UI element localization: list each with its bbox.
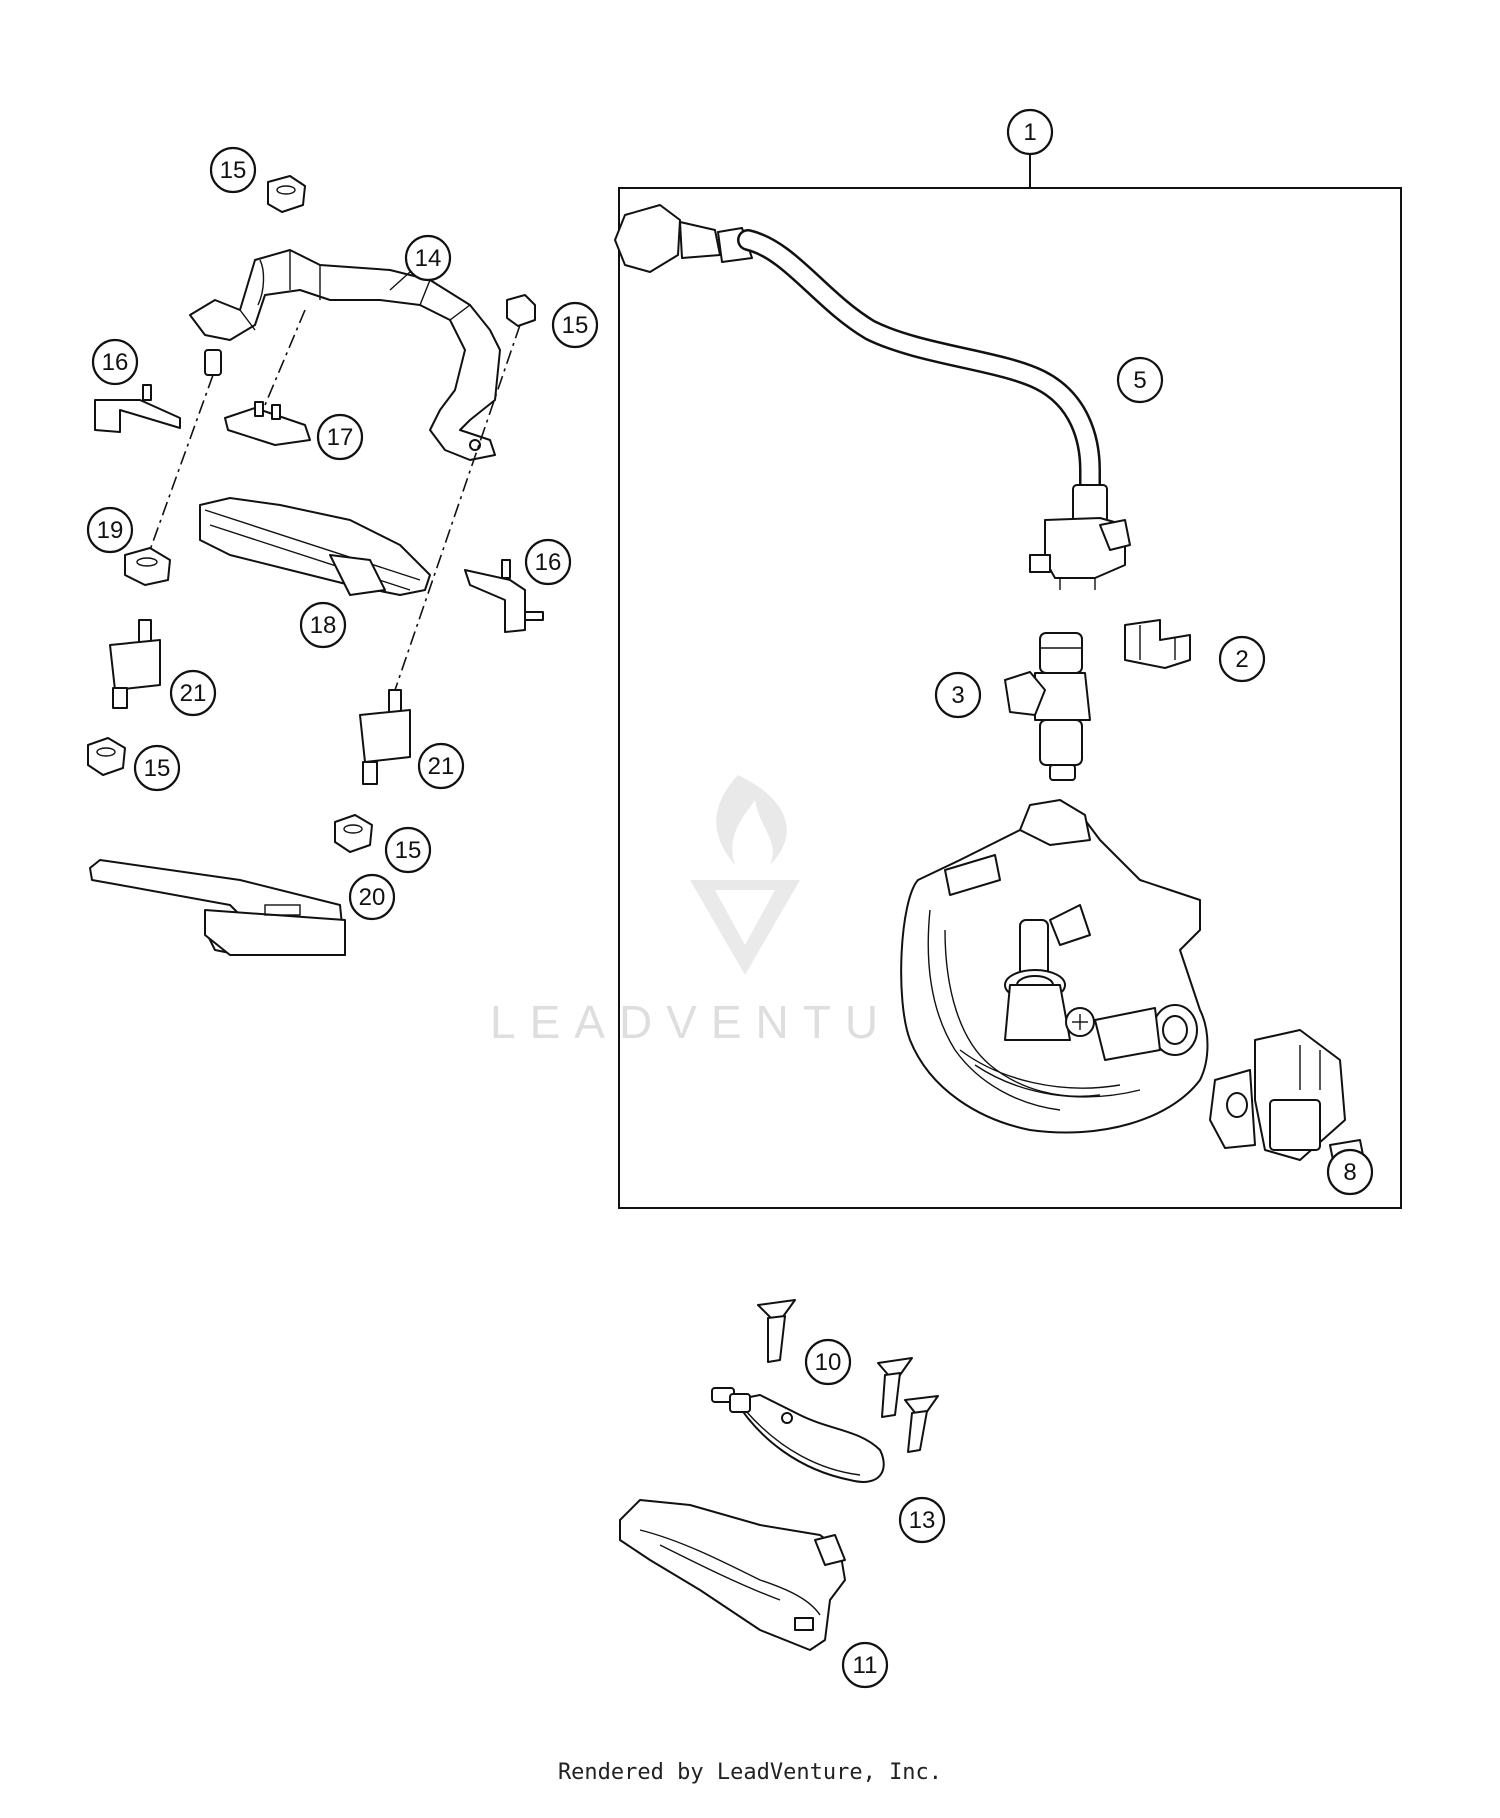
throttle-body-part <box>900 799 1209 1134</box>
callout-circle <box>133 744 181 792</box>
callout-label: 10 <box>815 1349 842 1376</box>
callout-circle <box>209 146 257 194</box>
callout-15: 15 <box>209 146 257 194</box>
callout-21: 21 <box>169 669 217 717</box>
callout-label: 16 <box>535 549 562 576</box>
callout-3: 3 <box>934 671 982 719</box>
callout-label: 18 <box>310 612 337 639</box>
callout-16: 16 <box>91 338 139 386</box>
assembly-box <box>618 150 1402 1209</box>
nut-top <box>267 175 306 213</box>
ecu-part <box>199 497 431 596</box>
callout-layer: 1 2 3 5 8 10 11 13 14 15 15 15 15 16 16 17 18 19 20 21 21 <box>86 108 1374 1689</box>
callout-circle <box>348 873 396 921</box>
watermark-logo <box>690 775 800 975</box>
callout-label: 2 <box>1235 646 1248 673</box>
nut-right-bottom <box>334 814 373 853</box>
housing-part <box>619 1499 846 1651</box>
callout-label: 19 <box>97 517 124 544</box>
callout-17: 17 <box>316 413 364 461</box>
callout-circle <box>404 234 452 282</box>
callout-circle <box>417 742 465 790</box>
footer-credit: Rendered by LeadVenture, Inc. <box>557 1760 943 1785</box>
callout-circle <box>316 413 364 461</box>
screw-1 <box>757 1299 796 1363</box>
callout-circle <box>551 301 599 349</box>
callout-label: 11 <box>853 1652 878 1679</box>
clip-right <box>464 559 544 633</box>
plate-part <box>224 401 311 446</box>
callout-16: 16 <box>524 538 572 586</box>
callout-label: 14 <box>415 245 442 272</box>
callout-circle <box>1326 1148 1374 1196</box>
callout-circle <box>169 669 217 717</box>
callout-15: 15 <box>551 301 599 349</box>
callout-circle <box>841 1641 889 1689</box>
callout-circle <box>1116 356 1164 404</box>
callout-label: 15 <box>220 157 247 184</box>
callout-10: 10 <box>804 1338 852 1386</box>
fuel-line-part <box>614 204 1131 590</box>
damper-right <box>359 689 411 785</box>
callout-8: 8 <box>1326 1148 1374 1196</box>
callout-label: 1 <box>1023 119 1036 146</box>
callout-label: 3 <box>951 682 964 709</box>
callout-label: 21 <box>180 680 207 707</box>
cover-part <box>89 859 346 956</box>
screw-2 <box>877 1357 913 1418</box>
clip-part <box>1124 619 1191 669</box>
callout-label: 20 <box>359 884 386 911</box>
callout-circle <box>91 338 139 386</box>
callout-label: 15 <box>562 312 589 339</box>
callout-21: 21 <box>417 742 465 790</box>
callout-label: 13 <box>909 1507 936 1534</box>
clip-left <box>94 384 181 433</box>
assembly-lines <box>149 309 521 691</box>
nut-right-top <box>506 294 536 327</box>
callout-label: 8 <box>1343 1159 1356 1186</box>
gasket-part <box>711 1387 885 1483</box>
callout-18: 18 <box>299 601 347 649</box>
callout-1: 1 <box>1006 108 1054 156</box>
callout-label: 21 <box>428 753 455 780</box>
callout-19: 19 <box>86 506 134 554</box>
callout-2: 2 <box>1218 635 1266 683</box>
callout-circle <box>299 601 347 649</box>
callout-label: 16 <box>102 349 129 376</box>
callout-circle <box>1006 108 1054 156</box>
callout-5: 5 <box>1116 356 1164 404</box>
leader-lines <box>389 271 411 291</box>
callout-circle <box>934 671 982 719</box>
callout-circle <box>384 826 432 874</box>
callout-20: 20 <box>348 873 396 921</box>
screw-3 <box>904 1395 939 1453</box>
grommet-part <box>124 547 171 586</box>
callout-label: 15 <box>144 755 171 782</box>
callout-14: 14 <box>404 234 452 282</box>
damper-left <box>109 619 161 709</box>
callout-label: 5 <box>1133 367 1146 394</box>
watermark-text: LEADVENTU <box>490 996 893 1048</box>
callout-label: 15 <box>395 837 422 864</box>
callout-label: 17 <box>327 424 354 451</box>
sensor-part <box>1209 1029 1366 1171</box>
callout-11: 11 <box>841 1641 889 1689</box>
callout-circle <box>898 1496 946 1544</box>
callout-circle <box>86 506 134 554</box>
callout-circle <box>1218 635 1266 683</box>
callout-circle <box>804 1338 852 1386</box>
injector-part <box>1004 632 1091 781</box>
bracket-part <box>189 249 501 461</box>
nut-left-bottom <box>87 737 126 776</box>
callout-13: 13 <box>898 1496 946 1544</box>
callout-15: 15 <box>384 826 432 874</box>
callout-15: 15 <box>133 744 181 792</box>
callout-circle <box>524 538 572 586</box>
